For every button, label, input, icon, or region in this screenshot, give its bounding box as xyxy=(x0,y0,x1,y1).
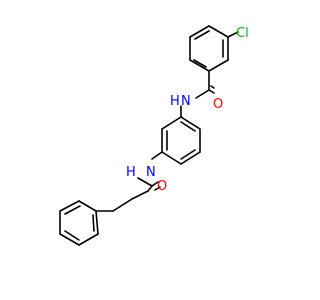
hydrogen-atom-label-1: H xyxy=(170,94,180,109)
oxygen-atom-label-1: O xyxy=(213,97,223,112)
chlorine-atom-label: Cl xyxy=(236,26,249,41)
hydrogen-atom-label-2: H xyxy=(126,165,136,180)
nitrogen-atom-label-2: N xyxy=(146,165,156,180)
phenyl-ring xyxy=(59,200,99,246)
chlorophenyl-ring xyxy=(189,25,229,72)
nitrogen-atom-label-1: N xyxy=(181,94,191,109)
propyl-chain xyxy=(95,190,149,212)
amide-2-bonds xyxy=(137,151,163,192)
amide-1-bonds xyxy=(180,70,215,118)
molecule-structure-diagram: Cl O N H N H O xyxy=(59,25,249,246)
c-cl-bond xyxy=(227,31,239,38)
oxygen-atom-label-2: O xyxy=(157,179,167,194)
central-phenyl-ring xyxy=(161,116,201,165)
